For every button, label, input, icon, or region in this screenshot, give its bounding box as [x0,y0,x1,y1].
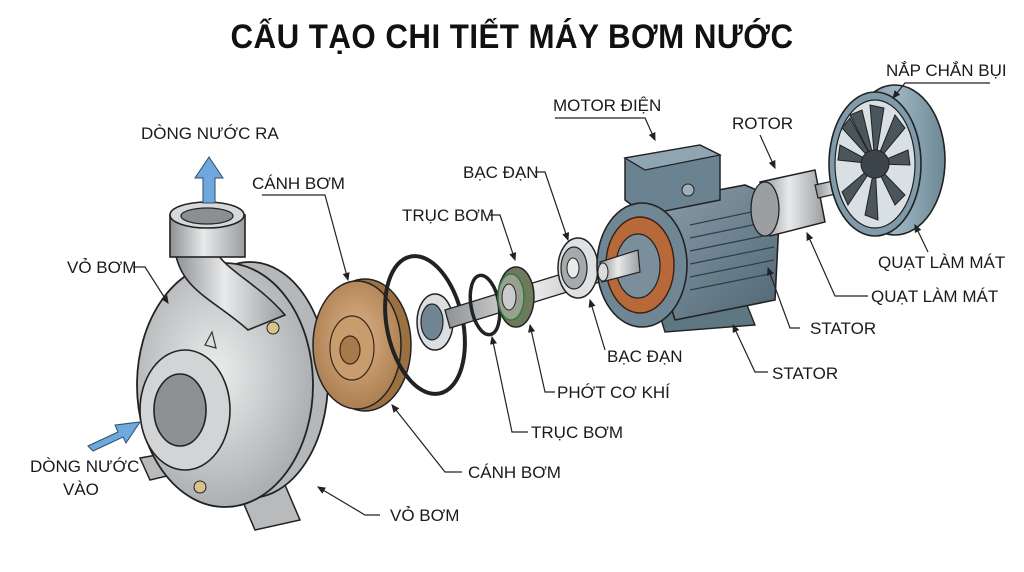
label-inlet-flow-line1: DÒNG NƯỚC [30,457,139,476]
label-rotor: ROTOR [732,114,793,133]
label-pump-shaft-top: TRỤC BƠM [402,206,494,225]
outlet-flow-arrow-icon [194,156,224,204]
label-mechanical-seal: PHỚT CƠ KHÍ [557,383,670,402]
seal-washer [416,293,454,351]
electric-motor [596,144,781,333]
label-bearing-bottom: BẠC ĐẠN [607,347,683,366]
page-title: CẤU TẠO CHI TIẾT MÁY BƠM NƯỚC [230,18,794,56]
label-stator-lower: STATOR [772,364,838,383]
label-impeller-top: CÁNH BƠM [252,174,345,193]
label-stator-upper: STATOR [810,319,876,338]
cooling-fan [837,104,911,221]
label-outlet-flow: DÒNG NƯỚC RA [141,124,279,143]
cooling-fan-cover [828,84,946,237]
pump-housing [136,201,329,531]
label-bearing-top: BẠC ĐẠN [463,163,539,182]
inlet-flow-arrow-icon [87,421,142,452]
label-cooling-fan-1: QUẠT LÀM MÁT [878,253,1005,272]
label-pump-housing-bottom: VỎ BƠM [390,506,459,525]
label-pump-housing-top: VỎ BƠM [67,258,136,277]
bearing [557,237,599,299]
label-impeller-bottom: CÁNH BƠM [468,463,561,482]
leader-lines [133,82,990,516]
label-dust-cover: NẮP CHẮN BỤI [886,61,1007,80]
label-cooling-fan-2: QUẠT LÀM MÁT [871,287,998,306]
impeller [312,278,412,412]
label-electric-motor: MOTOR ĐIỆN [553,96,661,115]
label-pump-shaft-bottom: TRỤC BƠM [531,423,623,442]
mechanical-seal [497,266,535,328]
label-inlet-flow-line2: VÀO [63,480,99,499]
